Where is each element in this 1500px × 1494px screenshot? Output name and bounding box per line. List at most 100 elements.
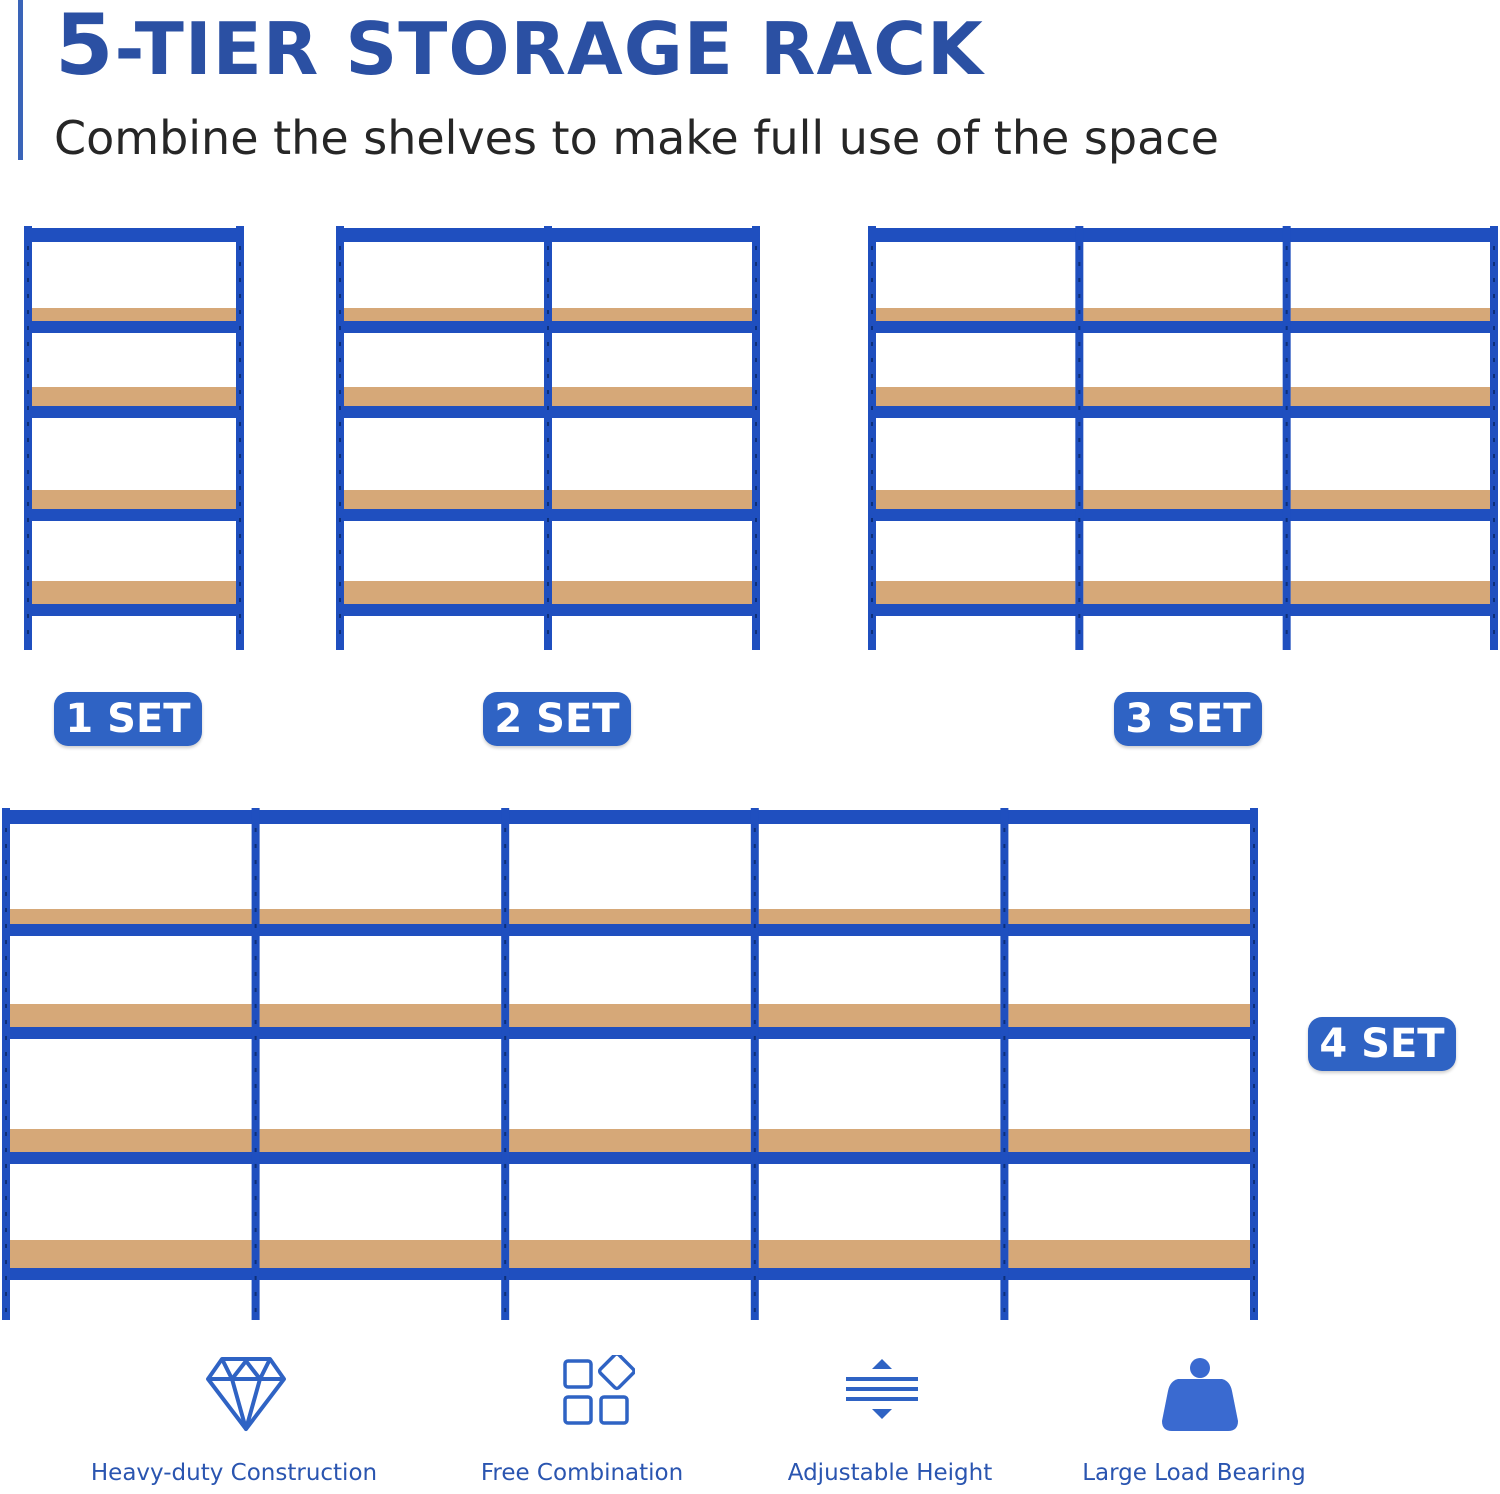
post-hole <box>1003 940 1006 944</box>
rack-post <box>1250 808 1258 1320</box>
shelf-beam <box>1282 228 1498 242</box>
post-hole <box>753 1196 756 1200</box>
shelf-board <box>1083 308 1283 321</box>
post-hole <box>1078 342 1081 346</box>
post-hole <box>27 518 29 522</box>
post-hole <box>5 1084 7 1088</box>
post-hole <box>504 1100 507 1104</box>
page-subtitle: Combine the shelves to make full use of … <box>54 111 1219 165</box>
shelf-beam <box>501 1027 759 1039</box>
shelf-beam <box>2 810 260 824</box>
post-hole <box>1285 310 1288 314</box>
post-hole <box>1078 518 1081 522</box>
post-hole <box>339 534 341 538</box>
post-hole <box>239 374 241 378</box>
shelf-board <box>1008 1129 1250 1152</box>
post-hole <box>339 518 341 522</box>
post-hole <box>1003 908 1006 912</box>
post-hole <box>1253 1180 1255 1184</box>
shelf-board <box>758 1129 1001 1152</box>
shelf-board <box>509 1240 751 1268</box>
feature-free-combination <box>438 1355 758 1429</box>
post-hole <box>1078 310 1081 314</box>
post-hole <box>871 518 873 522</box>
post-hole <box>27 422 29 426</box>
post-hole <box>1078 278 1081 282</box>
rack-4-set-image <box>2 808 1258 1320</box>
post-hole <box>1285 614 1288 618</box>
shelf-board <box>552 581 752 604</box>
post-hole <box>239 390 241 394</box>
post-hole <box>753 1260 756 1264</box>
post-hole <box>504 1036 507 1040</box>
post-hole <box>5 1244 7 1248</box>
post-hole <box>871 294 873 298</box>
post-hole <box>871 582 873 586</box>
shelf-beam <box>2 1268 260 1280</box>
post-hole <box>27 390 29 394</box>
shelf-beam <box>1000 1268 1258 1280</box>
post-hole <box>1285 438 1288 442</box>
post-hole <box>547 630 549 634</box>
post-hole <box>753 1116 756 1120</box>
post-hole <box>1003 1100 1006 1104</box>
post-hole <box>1078 614 1081 618</box>
shelf-beam <box>1075 509 1291 521</box>
post-hole <box>547 246 549 250</box>
post-hole <box>1253 1148 1255 1152</box>
post-hole <box>1003 1212 1006 1216</box>
post-hole <box>755 406 757 410</box>
post-hole <box>871 470 873 474</box>
post-hole <box>5 1228 7 1232</box>
post-hole <box>1078 438 1081 442</box>
post-hole <box>254 844 257 848</box>
post-hole <box>339 566 341 570</box>
post-hole <box>753 1212 756 1216</box>
post-hole <box>1285 342 1288 346</box>
post-hole <box>5 860 7 864</box>
post-hole <box>339 470 341 474</box>
post-hole <box>871 454 873 458</box>
post-hole <box>1493 598 1495 602</box>
post-hole <box>1493 566 1495 570</box>
shelf-board <box>509 1129 751 1152</box>
post-hole <box>753 1100 756 1104</box>
post-hole <box>504 1308 507 1312</box>
post-hole <box>5 1132 7 1136</box>
post-hole <box>339 390 341 394</box>
post-hole <box>1253 1020 1255 1024</box>
post-hole <box>339 406 341 410</box>
shelf-beam <box>1075 228 1291 242</box>
shelf-beam <box>1282 604 1498 616</box>
post-hole <box>27 406 29 410</box>
post-hole <box>5 1068 7 1072</box>
shelf-beam <box>1282 321 1498 333</box>
post-hole <box>1003 1052 1006 1056</box>
post-hole <box>27 438 29 442</box>
post-hole <box>239 614 241 618</box>
post-hole <box>1253 1068 1255 1072</box>
post-hole <box>254 1196 257 1200</box>
shelf-board <box>876 581 1076 604</box>
post-hole <box>1285 470 1288 474</box>
rack-post <box>1000 808 1009 1320</box>
post-hole <box>504 1068 507 1072</box>
shelf-beam <box>750 924 1009 936</box>
shelf-board <box>10 1240 252 1268</box>
shelf-board <box>344 308 544 321</box>
shelf-beam <box>2 1027 260 1039</box>
post-hole <box>1078 470 1081 474</box>
post-hole <box>753 1020 756 1024</box>
post-hole <box>755 502 757 506</box>
post-hole <box>254 1228 257 1232</box>
post-hole <box>871 422 873 426</box>
shelf-board <box>1083 387 1283 406</box>
post-hole <box>1285 406 1288 410</box>
post-hole <box>1003 1020 1006 1024</box>
post-hole <box>239 438 241 442</box>
post-hole <box>254 1148 257 1152</box>
post-hole <box>504 940 507 944</box>
post-hole <box>1493 470 1495 474</box>
post-hole <box>755 278 757 282</box>
shelf-beam <box>1000 1152 1258 1164</box>
